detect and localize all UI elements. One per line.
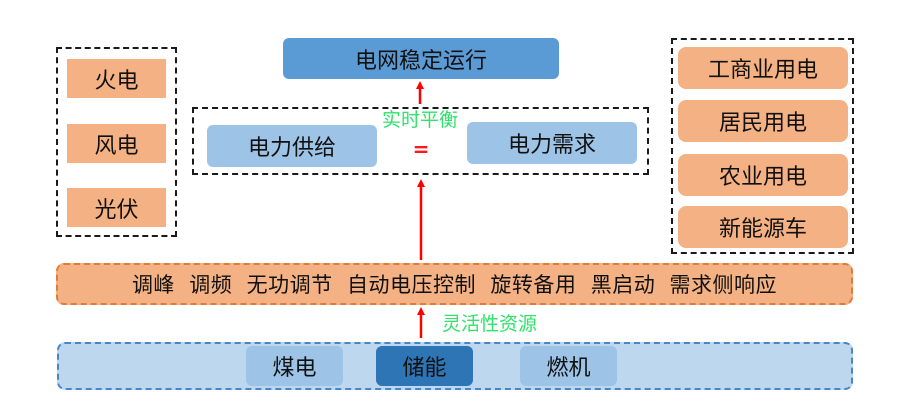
load-residential: 居民用电 [678, 100, 848, 142]
sources-group [56, 47, 177, 237]
resource-gas-turbine: 燃机 [520, 346, 617, 386]
resource-storage: 储能 [376, 346, 473, 386]
balance-group [192, 107, 649, 175]
flexible-resources-label: 灵活性资源 [442, 313, 538, 335]
source-wind: 风电 [67, 124, 166, 163]
resource-coal: 煤电 [246, 346, 343, 386]
source-solar: 光伏 [67, 188, 166, 227]
power-demand-box: 电力需求 [467, 122, 637, 164]
load-agricultural: 农业用电 [678, 154, 848, 196]
load-industrial-commercial: 工商业用电 [678, 47, 848, 89]
grid-stable-box: 电网稳定运行 [283, 38, 559, 79]
services-bar: 调峰 调频 无功调节 自动电压控制 旋转备用 黑启动 需求侧响应 [56, 263, 853, 305]
realtime-balance-label: 实时平衡 [381, 108, 458, 131]
power-supply-box: 电力供给 [207, 125, 377, 167]
loads-group [671, 38, 854, 254]
equals-sign: = [412, 137, 430, 161]
source-thermal: 火电 [67, 59, 166, 98]
load-ev: 新能源车 [678, 206, 848, 248]
